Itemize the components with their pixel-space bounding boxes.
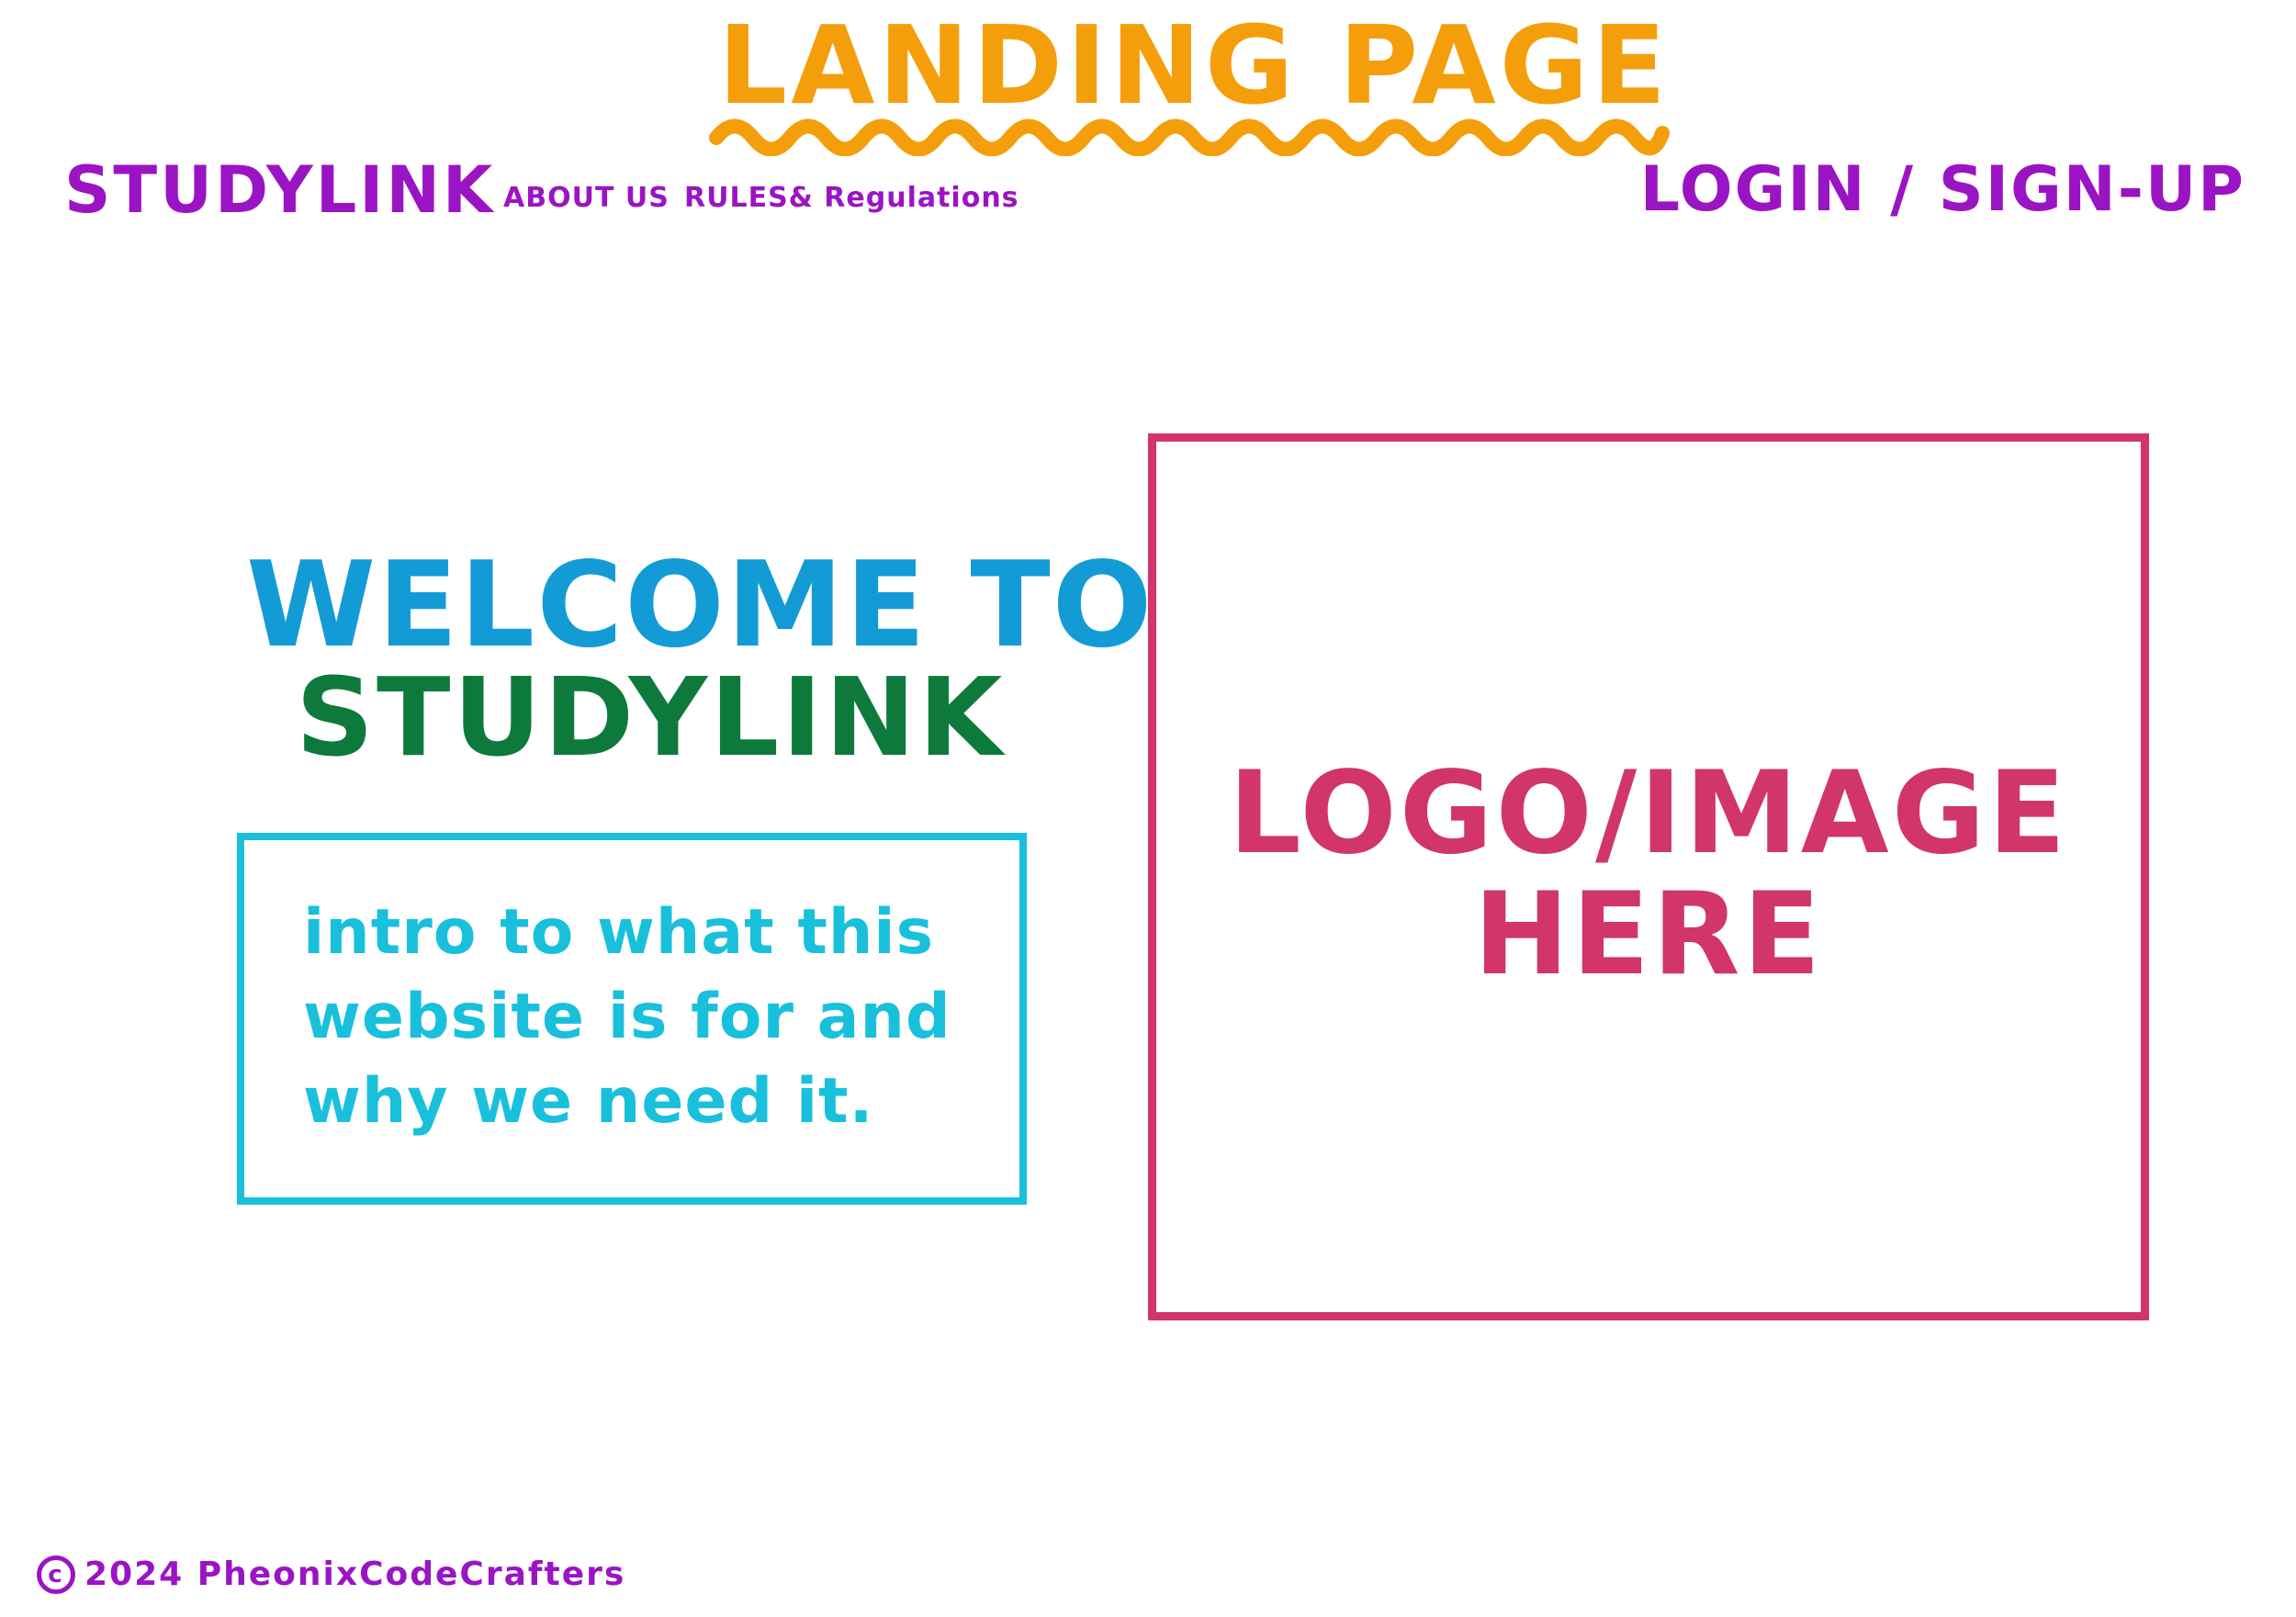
title-squiggle-underline (709, 118, 1670, 156)
page-title: LANDING PAGE (717, 2, 1671, 129)
copyright-icon: c (37, 1555, 75, 1594)
nav-rules-regulations[interactable]: RULES& Regulations (684, 182, 1019, 214)
footer-copyright-text: 2024 PheonixCodeCrafters (84, 1555, 626, 1593)
intro-text: intro to what this website is for and wh… (303, 896, 951, 1138)
logo-placeholder-text: LOGO/IMAGE HERE (1148, 753, 2149, 995)
logo-placeholder-line2: HERE (1473, 869, 1824, 1001)
footer: c 2024 PheonixCodeCrafters (37, 1552, 625, 1598)
intro-box (237, 833, 1027, 1205)
nav-about-us[interactable]: ABOUT US (503, 182, 670, 214)
welcome-brand-heading: STUDYLINK (296, 654, 1006, 780)
welcome-heading: WELCOME TO (246, 537, 1154, 674)
login-signup-link[interactable]: LOGIN / SIGN-UP (1639, 153, 2245, 226)
logo-placeholder-line1: LOGO/IMAGE (1228, 747, 2069, 880)
logo-image-placeholder (1148, 433, 2149, 1320)
brand-logo-text[interactable]: STUDYLINK (64, 152, 496, 228)
